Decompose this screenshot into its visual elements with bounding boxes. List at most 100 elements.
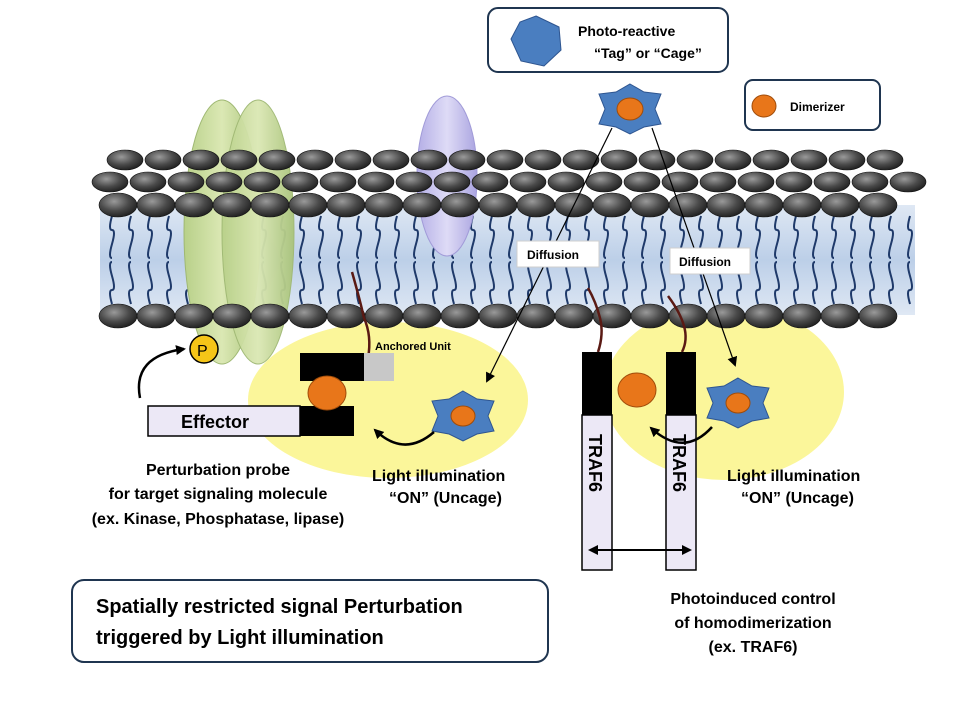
lipid-head: [98, 192, 138, 218]
control-line3: (ex. TRAF6): [709, 639, 798, 656]
lipid-head: [106, 149, 144, 171]
lipid-head: [129, 171, 167, 193]
lipid-tail: [451, 261, 457, 305]
lipid-head: [828, 149, 866, 171]
lipid-tail: [793, 261, 799, 305]
lipid-tail: [375, 261, 381, 305]
lipid-tail: [166, 215, 172, 259]
lipid-tail: [166, 261, 172, 305]
dimerizer-legend-icon: [751, 94, 777, 118]
lipid-head: [714, 149, 752, 171]
lipid-head: [737, 171, 775, 193]
effector-box: [147, 405, 301, 437]
lipid-head: [144, 149, 182, 171]
phospho-icon: [189, 334, 219, 364]
legend-tag-line1: Photo-reactive: [578, 23, 675, 39]
lipid-head: [790, 149, 828, 171]
lipid-tail: [831, 261, 837, 305]
traf6-left-black: [582, 352, 612, 415]
lipid-head: [486, 149, 524, 171]
lipid-head: [440, 303, 480, 329]
summary-line1: Spatially restricted signal Perturbation: [96, 596, 463, 618]
lipid-head: [91, 171, 129, 193]
probe-line2: for target signaling molecule: [109, 486, 328, 503]
lipid-head: [600, 149, 638, 171]
lipid-head: [334, 149, 372, 171]
lipid-head: [357, 171, 395, 193]
lipid-head: [623, 171, 661, 193]
lipid-head: [98, 303, 138, 329]
anchor-linker-left: [350, 271, 371, 359]
lipid-tail: [375, 215, 381, 259]
probe-line1: Perturbation probe: [146, 462, 290, 479]
lipid-head: [820, 192, 860, 218]
traf6-right-label: TRAF6: [669, 434, 689, 492]
lipid-head: [706, 192, 746, 218]
effector-black-domain: [300, 406, 354, 436]
lipid-tail: [907, 261, 913, 305]
traf6-left-label: TRAF6: [585, 434, 605, 492]
lipid-tail: [299, 215, 305, 259]
uncage-arrow-right: [649, 426, 713, 444]
legend-dimerizer-label: Dimerizer: [790, 100, 845, 114]
lipid-tail: [489, 215, 495, 259]
lipid-head: [250, 192, 290, 218]
lipid-tail: [394, 215, 400, 259]
lipid-head: [364, 192, 404, 218]
lipid-head: [661, 171, 699, 193]
lipid-head: [813, 171, 851, 193]
control-line2: of homodimerization: [674, 615, 831, 632]
lipid-tail: [109, 261, 115, 305]
diffusion-arrow-right: [651, 127, 738, 367]
lipid-head: [509, 171, 547, 193]
lipid-head: [205, 171, 243, 193]
lipid-tail: [508, 261, 514, 305]
lipid-head: [858, 192, 898, 218]
diffusion-label-right: Diffusion: [679, 255, 731, 269]
phospho-label: P: [197, 343, 208, 360]
summary-box: [71, 579, 549, 663]
lipid-head: [395, 171, 433, 193]
lipid-head: [820, 303, 860, 329]
probe-line3: (ex. Kinase, Phosphatase, lipase): [92, 511, 345, 528]
lipid-tail: [831, 215, 837, 259]
tag-legend-icon: [510, 15, 562, 67]
lipid-tail: [812, 215, 818, 259]
lipid-head: [562, 149, 600, 171]
lipid-tail: [489, 261, 495, 305]
lipid-head: [281, 171, 319, 193]
lipid-tail: [603, 261, 609, 305]
lipid-head: [554, 303, 594, 329]
effector-label: Effector: [181, 412, 249, 432]
lipid-tail: [470, 261, 476, 305]
lipid-head: [630, 303, 670, 329]
lipid-head: [288, 192, 328, 218]
lipid-head: [174, 303, 214, 329]
dimerizer-caged-left-icon: [450, 405, 476, 427]
left-light-line1: Light illumination: [372, 468, 505, 485]
lipid-head: [296, 149, 334, 171]
lipid-head: [326, 192, 366, 218]
lipid-head: [592, 192, 632, 218]
lipid-head: [212, 192, 252, 218]
summary-line2: triggered by Light illumination: [96, 627, 384, 649]
lipid-head: [585, 171, 623, 193]
lipid-head: [167, 171, 205, 193]
lipid-tail: [603, 215, 609, 259]
lipid-tail: [812, 261, 818, 305]
lipid-head: [668, 192, 708, 218]
lipid-head: [744, 303, 784, 329]
lipid-head: [319, 171, 357, 193]
lipid-head: [524, 149, 562, 171]
anchor-linker-traf-right: [666, 295, 687, 353]
anchored-unit-gray: [364, 353, 394, 381]
lipid-tail: [147, 261, 153, 305]
lipid-head: [471, 171, 509, 193]
lipid-head: [372, 149, 410, 171]
lipid-tail: [318, 261, 324, 305]
lipid-head: [638, 149, 676, 171]
lipid-tail: [470, 215, 476, 259]
right-light-line2: “ON” (Uncage): [741, 490, 854, 507]
